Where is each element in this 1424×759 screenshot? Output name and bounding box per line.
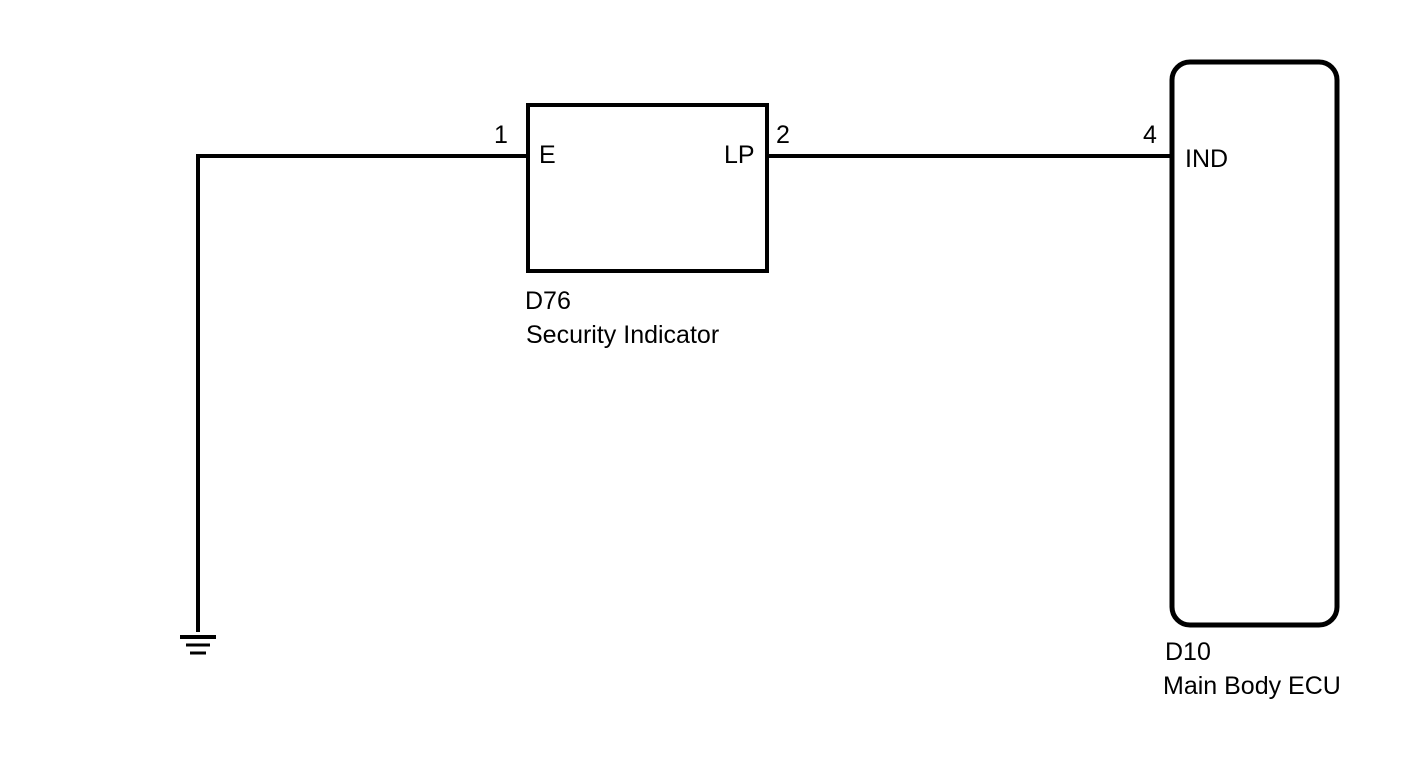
security-indicator-code: D76: [525, 287, 571, 315]
pin-name-lp: LP: [724, 141, 755, 169]
ground-wire: [196, 154, 528, 632]
pin-name-ind: IND: [1185, 145, 1228, 173]
pin-number-2: 2: [776, 121, 790, 149]
pin-number-1: 1: [494, 121, 508, 149]
ground-icon: [180, 635, 216, 655]
main-body-ecu-name: Main Body ECU: [1163, 672, 1341, 700]
main-body-ecu-code: D10: [1165, 638, 1211, 666]
pin-name-e: E: [539, 141, 556, 169]
main-body-ecu-box: [1169, 59, 1340, 628]
security-indicator-name: Security Indicator: [526, 321, 719, 349]
pin-number-4: 4: [1143, 121, 1157, 149]
security-indicator-box: [526, 103, 769, 273]
